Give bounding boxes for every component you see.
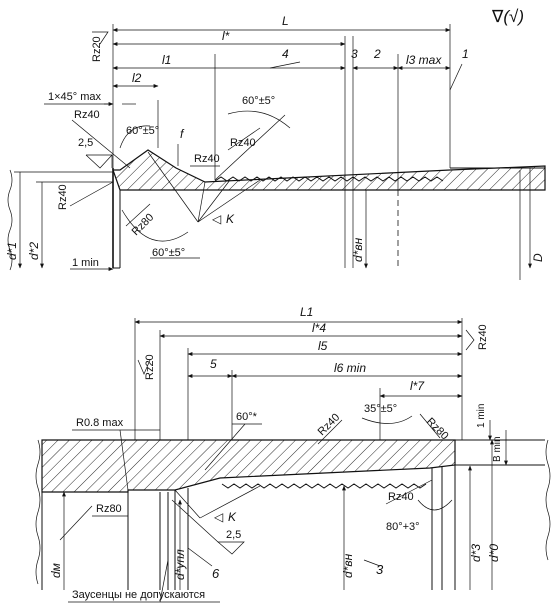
value-25-top: 2,5 — [78, 137, 93, 149]
dim-l3: l3 max — [406, 53, 442, 67]
dim-dvn-bottom: d*вн — [341, 553, 355, 578]
dim-L1: L1 — [300, 305, 313, 319]
rz40-top-bottom: Rz40 — [477, 324, 489, 350]
top-section-hatch — [112, 149, 546, 191]
label-k-bottom: K — [228, 510, 237, 524]
dim-l5: l5 — [318, 339, 328, 353]
rz20-top: Rz20 — [91, 36, 103, 62]
rz40-b: Rz40 — [57, 184, 69, 210]
rz20-bottom: Rz20 — [144, 354, 156, 380]
angle-60-b: 60°±5° — [242, 95, 275, 107]
dim-l-star: l* — [222, 29, 230, 43]
bottom-thread-teeth — [221, 483, 427, 489]
b-min: B min — [492, 436, 503, 462]
dim-l4: l*4 — [312, 321, 326, 335]
bottom-view: L1 l*4 l5 5 l6 min l*7 Rz20 Rz40 R0.8 ma… — [35, 305, 551, 603]
angle-60-a: 60°±5° — [126, 125, 159, 137]
rz40-c: Rz40 — [194, 153, 220, 165]
rz40-a: Rz40 — [74, 109, 100, 121]
one-min-top: 1 min — [72, 257, 99, 269]
rz80-bottom-a: Rz80 — [424, 416, 451, 443]
dim-l1: l1 — [162, 53, 171, 67]
label-f: f — [180, 127, 185, 141]
dim-l6: l6 min — [334, 361, 366, 375]
dim-dm: dм — [49, 563, 63, 578]
dim-l7: l*7 — [410, 379, 425, 393]
r08-label: R0.8 max — [76, 417, 124, 429]
label-3: 3 — [351, 47, 358, 61]
label-2: 2 — [373, 47, 381, 61]
dim-dvn-top: d*вн — [351, 237, 365, 262]
one-min-bottom: 1 min — [476, 404, 487, 428]
label-k-top: K — [226, 212, 235, 226]
dim-d2: d*2 — [27, 242, 41, 260]
burr-note: Заусенцы не допускаются — [72, 589, 205, 601]
chamfer-label: 1×45° max — [48, 91, 102, 103]
angle-80: 80°+3° — [386, 521, 420, 533]
label-6: 6 — [212, 566, 220, 581]
bottom-section-hatch — [41, 439, 456, 493]
rz80-bottom-b: Rz80 — [96, 503, 122, 515]
rz40-bottom-a: Rz40 — [316, 411, 343, 438]
label-3-bottom: 3 — [376, 562, 384, 577]
top-view: ∇(√) L l* 3 l1 4 2 l3 max — [5, 7, 546, 280]
rz40-d: Rz40 — [230, 137, 256, 149]
roughness-mark: ∇(√) — [491, 7, 524, 26]
dim-l2: l2 — [132, 71, 142, 85]
rz80-top: Rz80 — [130, 211, 157, 238]
top-thread-teeth — [214, 176, 444, 182]
value-25-bottom: 2,5 — [226, 529, 241, 541]
dim-d0: d*0 — [487, 544, 501, 562]
dim-d3: d*3 — [469, 544, 483, 562]
dim-D: D — [531, 253, 545, 262]
label-1: 1 — [462, 47, 469, 61]
label-5: 5 — [210, 357, 217, 371]
k-triangle: ◁ — [211, 212, 221, 226]
k-triangle-bottom: ◁ — [213, 510, 223, 524]
angle-60-c: 60°±5° — [152, 247, 185, 259]
angle-35: 35°±5° — [364, 403, 397, 415]
dim-L: L — [282, 14, 289, 28]
angle-60-star: 60°* — [236, 411, 258, 423]
label-4: 4 — [282, 47, 289, 61]
